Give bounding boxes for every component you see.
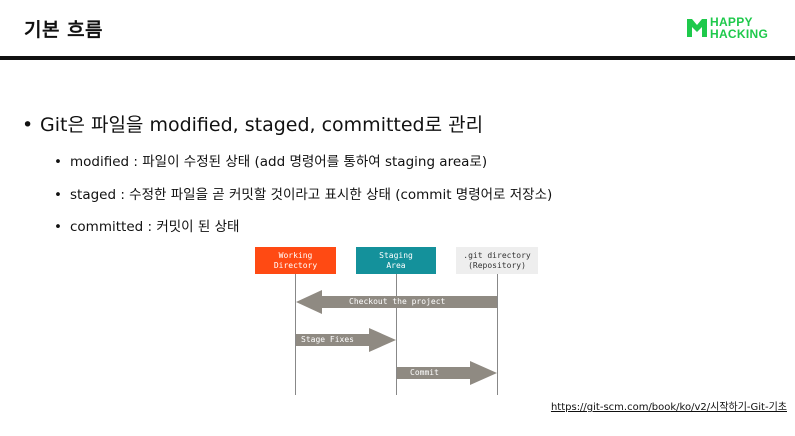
staging-area-box: Staging Area [356, 247, 436, 274]
page-title: 기본 흐름 [24, 19, 104, 41]
checkout-arrow [296, 290, 497, 314]
main-bullet: •Git은 파일을 modified, staged, committed로 관… [22, 114, 484, 136]
stage-line-2: Directory [273, 260, 318, 270]
sub-bullet-text: staged : 수정한 파일을 곧 커밋할 것이라고 표시한 상태 (comm… [70, 187, 553, 203]
sub-bullet-modified: •modified : 파일이 수정된 상태 (add 명령어를 통하여 sta… [54, 154, 488, 170]
slide-header: 기본 흐름 HAPPY HACKING [0, 0, 795, 60]
header-divider [0, 56, 795, 60]
logo-mark-icon [687, 19, 707, 37]
stage-line-1: .git directory [463, 250, 531, 260]
stage-line-1: Staging [379, 250, 413, 260]
working-directory-lifeline [295, 274, 296, 395]
sub-bullet-text: modified : 파일이 수정된 상태 (add 명령어를 통하여 stag… [70, 154, 488, 170]
main-bullet-text: Git은 파일을 modified, staged, committed로 관리 [40, 114, 484, 136]
source-link[interactable]: https://git-scm.com/book/ko/v2/시작하기-Git-… [550, 402, 787, 413]
stage-line-2: (Repository) [468, 260, 526, 270]
logo-line-1: HAPPY [710, 15, 753, 29]
staging-area-lifeline [396, 274, 397, 395]
git-directory-lifeline [497, 274, 498, 395]
commit-arrow [397, 361, 497, 385]
happy-hacking-logo: HAPPY HACKING [686, 15, 786, 41]
sub-bullet-committed: •committed : 커밋이 된 상태 [54, 219, 240, 235]
stage-fixes-arrow [296, 328, 396, 352]
stage-line-1: Working [278, 250, 313, 260]
working-directory-box: Working Directory [255, 247, 336, 274]
sub-bullet-staged: •staged : 수정한 파일을 곧 커밋할 것이라고 표시한 상태 (com… [54, 187, 553, 203]
stage-fixes-label: Stage Fixes [301, 335, 354, 344]
commit-label: Commit [410, 368, 439, 377]
git-directory-box: .git directory (Repository) [456, 247, 538, 274]
sub-bullet-text: committed : 커밋이 된 상태 [70, 219, 240, 235]
stage-line-2: Area [386, 260, 406, 270]
logo-line-2: HACKING [710, 27, 769, 41]
checkout-label: Checkout the project [349, 297, 446, 306]
